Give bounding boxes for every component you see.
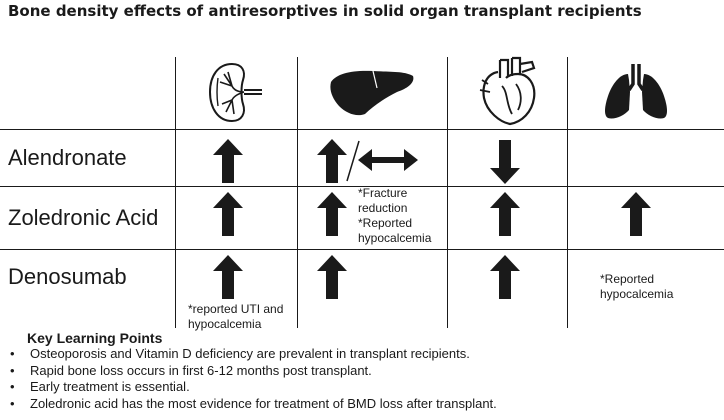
list-item: Zoledronic acid has the most evidence fo… — [10, 396, 497, 413]
up-arrow-icon — [490, 255, 520, 299]
up-arrow-icon — [317, 255, 347, 299]
list-item: Rapid bone loss occurs in first 6-12 mon… — [10, 363, 497, 380]
column-divider — [297, 57, 298, 328]
note-line: *reported UTI and — [188, 302, 284, 316]
up-arrow-icon — [621, 192, 651, 236]
key-learning-points-heading: Key Learning Points — [27, 330, 163, 346]
note-denosumab-kidney: *reported UTI and hypocalcemia — [188, 302, 283, 332]
list-item: Osteoporosis and Vitamin D deficiency ar… — [10, 346, 497, 363]
kidney-icon — [208, 62, 262, 123]
column-divider — [447, 57, 448, 328]
slash-divider — [346, 140, 360, 182]
note-line: *Reported — [600, 272, 655, 286]
row-label-alendronate: Alendronate — [8, 145, 127, 170]
note-line: *Fracture — [358, 186, 408, 200]
note-fracture-reduction: *Fracture reduction *Reported hypocalcem… — [358, 186, 431, 246]
down-arrow-icon — [490, 140, 520, 184]
up-arrow-icon — [213, 255, 243, 299]
row-label-denosumab: Denosumab — [8, 264, 127, 289]
row-divider — [0, 249, 724, 250]
double-arrow-icon — [358, 149, 418, 171]
note-line: hypocalcemia — [600, 287, 674, 301]
up-arrow-icon — [317, 192, 347, 236]
column-divider — [567, 57, 568, 328]
lungs-icon — [605, 64, 667, 119]
list-item: Early treatment is essential. — [10, 379, 497, 396]
column-divider — [175, 57, 176, 328]
page-title: Bone density effects of antiresorptives … — [8, 2, 642, 20]
note-denosumab-lung: *Reported hypocalcemia — [600, 272, 673, 302]
up-arrow-icon — [317, 139, 347, 183]
up-arrow-icon — [213, 192, 243, 236]
row-label-zoledronic-acid: Zoledronic Acid — [8, 205, 159, 230]
note-line: *Reported — [358, 216, 413, 230]
note-line: hypocalcemia — [188, 317, 262, 331]
row-divider — [0, 186, 724, 187]
up-arrow-icon — [490, 192, 520, 236]
row-divider — [0, 129, 724, 130]
heart-icon — [479, 56, 536, 126]
note-line: hypocalcemia — [358, 231, 432, 245]
note-line: reduction — [358, 201, 408, 215]
liver-icon — [330, 70, 414, 116]
up-arrow-icon — [213, 139, 243, 183]
key-learning-points-list: Osteoporosis and Vitamin D deficiency ar… — [10, 346, 497, 412]
